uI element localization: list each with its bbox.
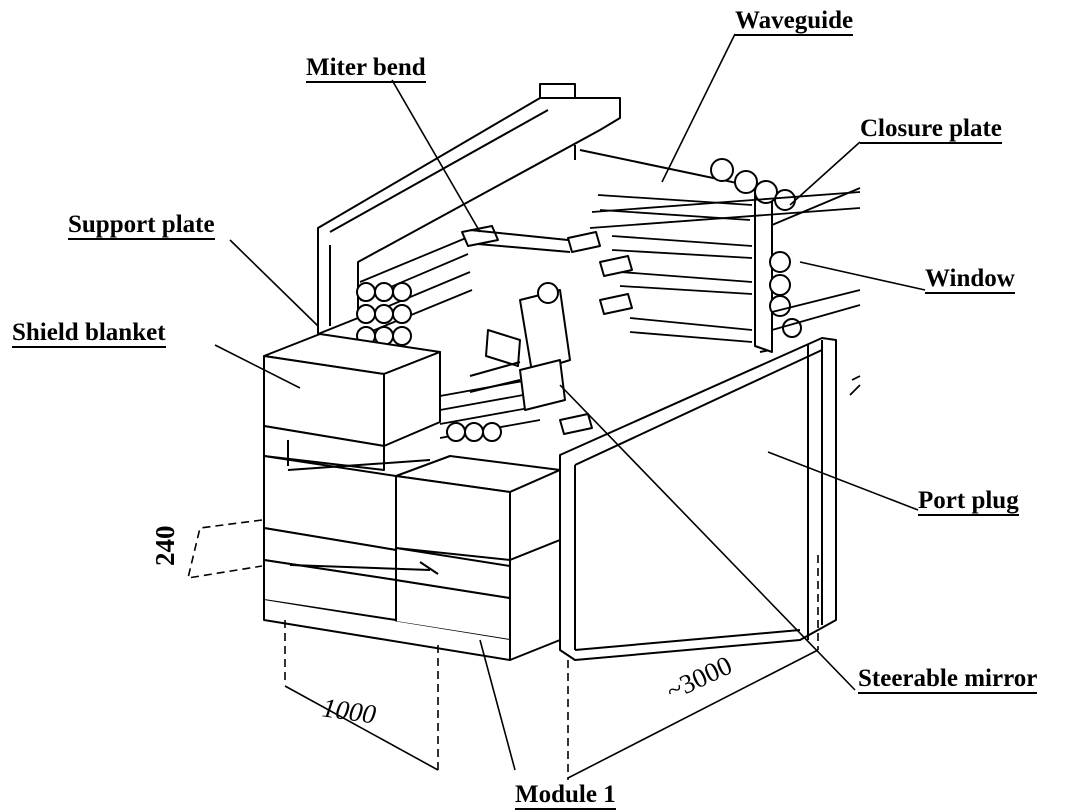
label-port-plug: Port plug bbox=[918, 487, 1019, 516]
label-window: Window bbox=[925, 265, 1015, 294]
steerable-mirror-assembly bbox=[469, 282, 571, 411]
label-closure-plate: Closure plate bbox=[860, 115, 1002, 144]
pipe-ends bbox=[356, 282, 502, 442]
support-plate-frame bbox=[317, 83, 771, 353]
port-plug-box bbox=[559, 337, 837, 661]
label-support-plate: Support plate bbox=[68, 211, 215, 240]
label-miter-bend: Miter bend bbox=[306, 54, 426, 83]
dim-3000-lines bbox=[567, 555, 819, 780]
miter-bends bbox=[461, 225, 633, 435]
dim-1000-lines bbox=[284, 620, 439, 771]
window-discs bbox=[710, 158, 802, 338]
shield-blanket bbox=[263, 333, 441, 447]
leader-lines bbox=[214, 33, 926, 771]
dim-240-lines bbox=[187, 519, 263, 579]
dimension-240: 240 bbox=[150, 525, 180, 567]
label-module-1: Module 1 bbox=[515, 781, 616, 810]
closure-plate bbox=[754, 187, 773, 353]
label-waveguide: Waveguide bbox=[735, 7, 854, 36]
module-blocks bbox=[263, 425, 561, 661]
label-steerable-mirror: Steerable mirror bbox=[858, 665, 1038, 694]
label-shield-blanket: Shield blanket bbox=[12, 319, 166, 348]
waveguide-pipes bbox=[359, 187, 861, 439]
